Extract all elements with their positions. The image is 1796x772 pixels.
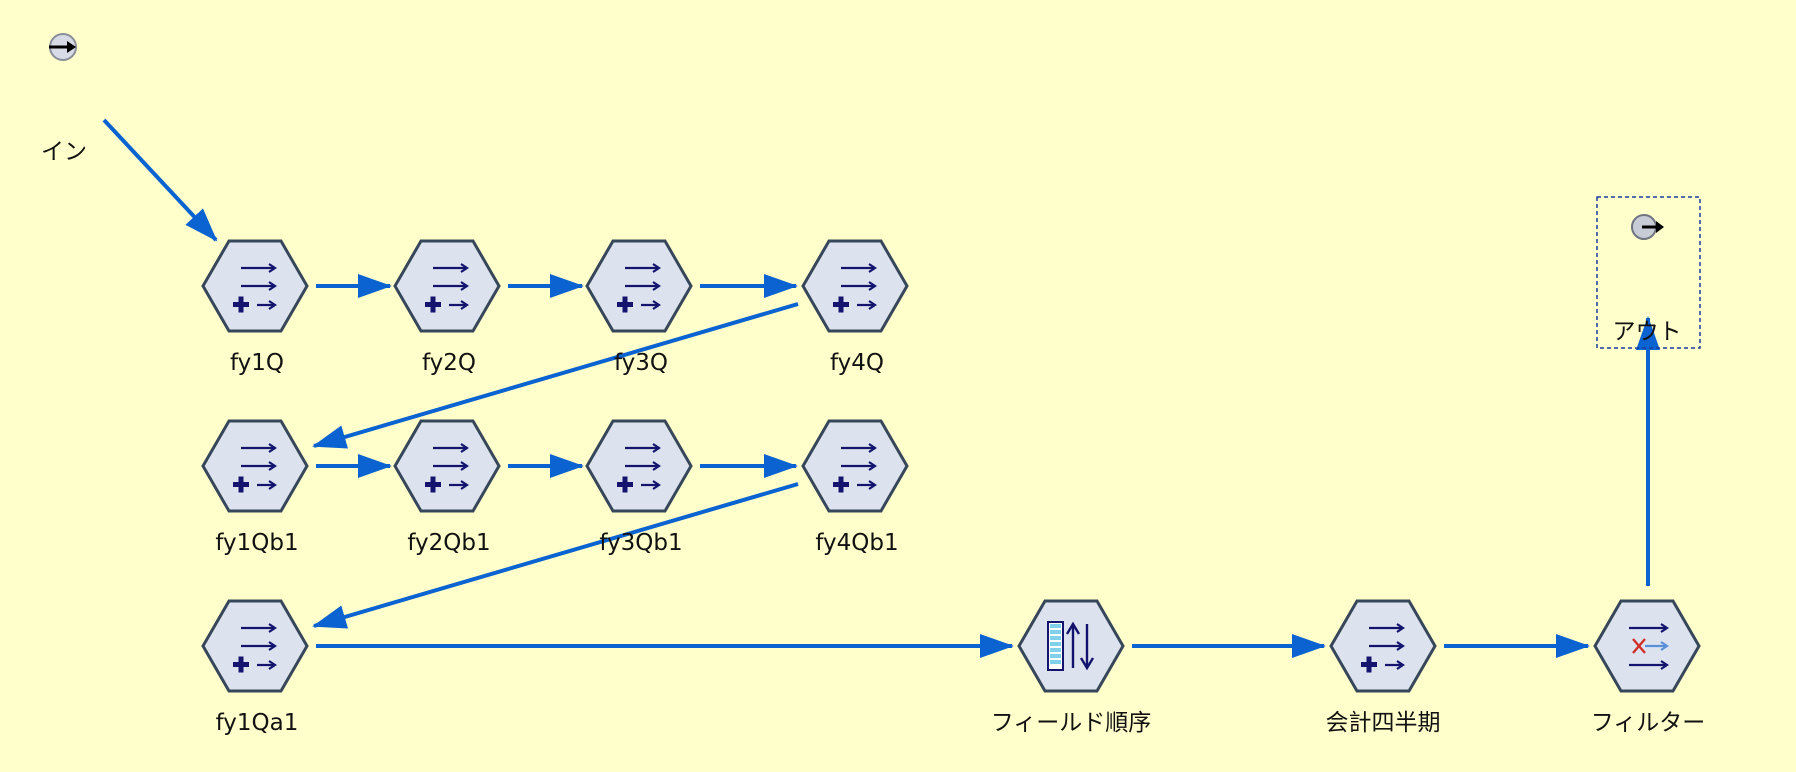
input-terminal-icon	[49, 33, 77, 61]
node-fy1Qb1[interactable]	[201, 419, 309, 513]
node-label-in: イン	[41, 139, 87, 165]
node-fy1Qa1[interactable]	[201, 599, 309, 693]
connections	[102, 118, 1660, 658]
output-terminal-icon	[1631, 214, 1664, 240]
node-fy1Q[interactable]	[201, 239, 309, 333]
node-label-fy1Qa1: fy1Qa1	[216, 710, 299, 736]
node-label-fiscal: 会計四半期	[1326, 710, 1441, 736]
node-label-fy1Q: fy1Q	[230, 350, 284, 376]
node-fy2Q[interactable]	[393, 239, 501, 333]
node-label-fy4Qb1: fy4Qb1	[815, 530, 898, 556]
node-label-out: アウト	[1613, 319, 1682, 345]
field-reorder-icon	[1047, 621, 1095, 671]
node-fy4Q[interactable]	[801, 239, 909, 333]
node-label-fy3Qb1: fy3Qb1	[599, 530, 682, 556]
node-label-fy1Qb1: fy1Qb1	[215, 530, 298, 556]
node-label-fieldorder: フィールド順序	[991, 710, 1152, 736]
node-fy4Qb1[interactable]	[801, 419, 909, 513]
node-out[interactable]	[1596, 196, 1701, 349]
node-label-fy4Q: fy4Q	[830, 350, 884, 376]
node-in[interactable]	[49, 33, 77, 61]
node-fy3Q[interactable]	[585, 239, 693, 333]
node-filter[interactable]	[1593, 599, 1701, 693]
selection-box	[1596, 196, 1701, 349]
edge-fy4Qb1-fy1Qa1[interactable]	[312, 482, 799, 629]
node-fy3Qb1[interactable]	[585, 419, 693, 513]
node-label-filter: フィルター	[1591, 710, 1706, 736]
edge-fy4Q-fy1Qb1[interactable]	[312, 302, 799, 449]
edge-in-fy1Q[interactable]	[102, 118, 218, 242]
filter-icon	[1629, 623, 1669, 670]
node-fy2Qb1[interactable]	[393, 419, 501, 513]
node-label-fy2Qb1: fy2Qb1	[407, 530, 490, 556]
node-fieldorder[interactable]	[1017, 599, 1125, 693]
node-label-fy2Q: fy2Q	[422, 350, 476, 376]
node-label-fy3Q: fy3Q	[614, 350, 668, 376]
node-fiscal[interactable]	[1329, 599, 1437, 693]
